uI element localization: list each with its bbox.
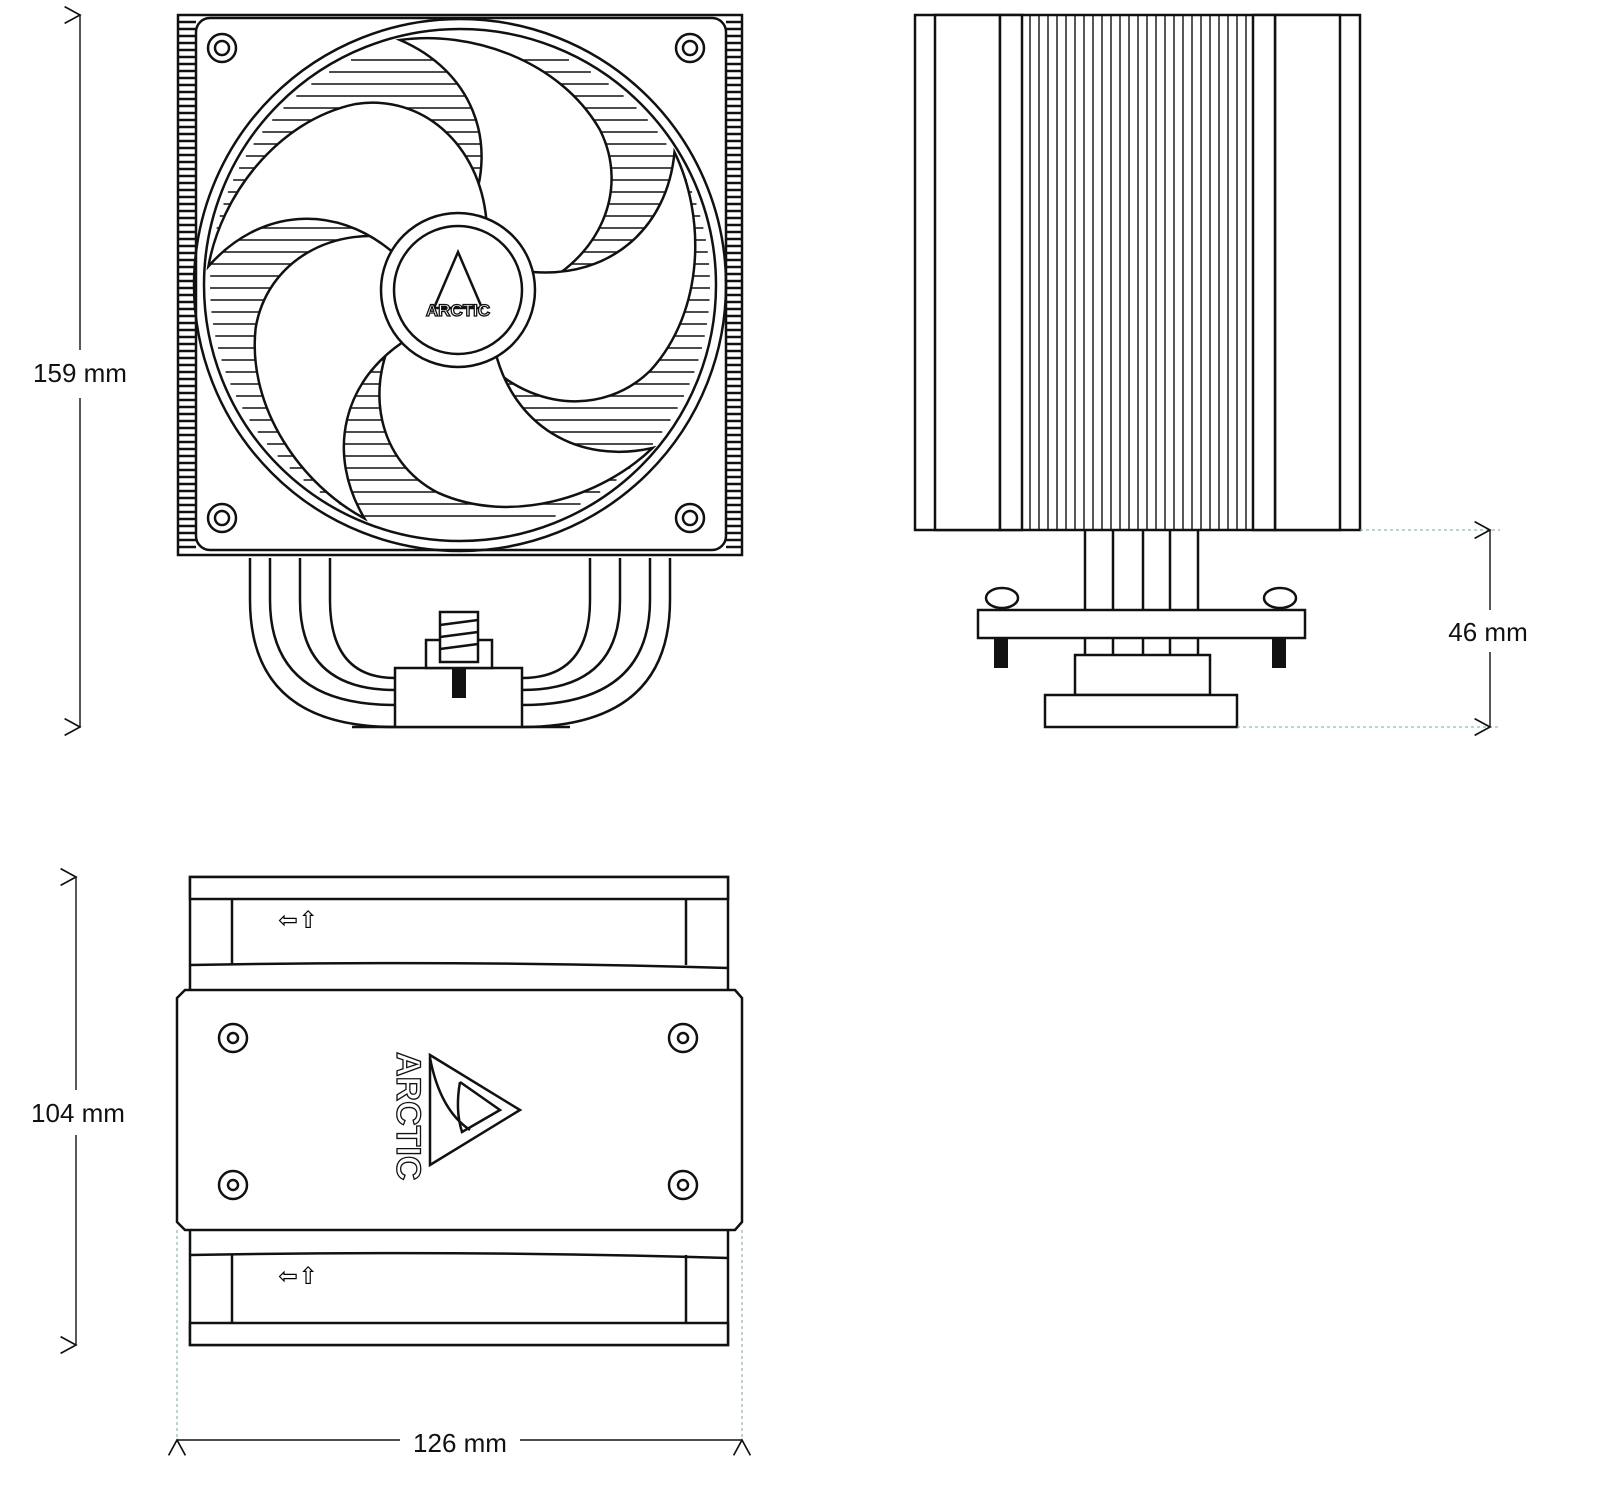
screw-icon — [667, 1022, 699, 1054]
front-spring-screw — [424, 610, 494, 698]
screw-icon — [217, 1022, 249, 1054]
side-view — [913, 13, 1362, 729]
airflow-arrows-icon: ⇦⇧ — [278, 1262, 318, 1290]
side-base-upper — [1073, 653, 1212, 697]
screw-icon — [226, 1178, 240, 1192]
top-fan-edge-bottom — [188, 1321, 730, 1347]
dimension-label-126: 126 mm — [413, 1428, 507, 1458]
top-cover-screws — [217, 1022, 699, 1201]
screw-icon — [213, 509, 231, 527]
fan-hub: ARCTIC — [379, 211, 537, 369]
fan-ring-inner — [202, 27, 718, 543]
screw-icon — [674, 32, 706, 64]
front-heatsink-fins — [178, 20, 742, 549]
front-view: ARCTIC — [176, 13, 744, 729]
dimension-label-104: 104 mm — [31, 1098, 125, 1128]
screw-icon — [674, 502, 706, 534]
dimension-height-front: 159 mm — [33, 15, 127, 727]
fan-ring-outer — [192, 17, 728, 553]
side-heatsink-fins — [1029, 15, 1247, 530]
screw-icon — [226, 1031, 240, 1045]
side-fan-left — [933, 13, 1002, 532]
screw-icon — [206, 32, 238, 64]
dimension-height-base: 46 mm — [1237, 530, 1528, 727]
front-heatpipes — [248, 558, 672, 729]
side-clip-left — [998, 13, 1024, 532]
screw-icon — [681, 509, 699, 527]
hub-logo-text: ARCTIC — [426, 301, 490, 320]
screw-icon — [213, 39, 231, 57]
screw-icon — [676, 1031, 690, 1045]
screw-icon — [676, 1178, 690, 1192]
screw-icon — [217, 1169, 249, 1201]
dimension-width-top: 126 mm — [177, 1230, 742, 1458]
side-screws — [984, 586, 1298, 668]
front-heatsink-outline — [176, 13, 744, 557]
screw-icon — [681, 39, 699, 57]
dimension-label-46: 46 mm — [1448, 617, 1527, 647]
top-fan-edge-top — [188, 875, 730, 901]
top-cover-plate — [175, 988, 744, 1232]
side-fan-right — [1273, 13, 1342, 532]
fan-corner-screws — [206, 32, 706, 534]
side-mounting-bracket — [976, 608, 1307, 640]
screw-icon — [206, 502, 238, 534]
top-view: ⇦⇧ ⇦⇧ ARCTIC — [175, 875, 744, 1347]
top-logo: ARCTIC — [388, 1051, 523, 1181]
screw-icon — [667, 1169, 699, 1201]
side-base-plate — [1043, 693, 1239, 729]
airflow-arrows-icon: ⇦⇧ — [278, 906, 318, 934]
dimension-depth-top: 104 mm — [31, 877, 125, 1345]
dimension-label-159: 159 mm — [33, 358, 127, 388]
top-logo-text: ARCTIC — [389, 1052, 427, 1180]
side-clip-right — [1251, 13, 1277, 532]
